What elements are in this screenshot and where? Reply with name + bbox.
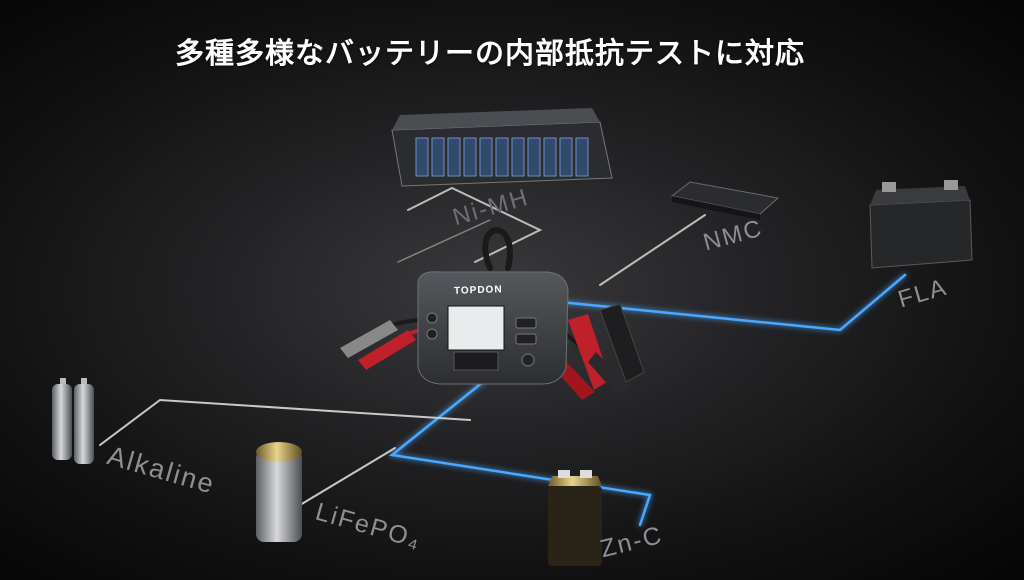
battery-tester-device (417, 271, 569, 385)
lifepo4-battery (256, 442, 302, 542)
probe-clips (340, 320, 416, 370)
printer-slot (453, 351, 499, 371)
device-screen (447, 305, 505, 351)
fla-car-battery (869, 180, 973, 269)
device-button (515, 317, 537, 329)
dpad-down-icon (426, 328, 438, 340)
dpad-up-icon (426, 312, 438, 324)
nimh-battery-pack (391, 108, 613, 187)
power-icon (521, 353, 535, 367)
nmc-battery-cell (670, 181, 780, 220)
znc-9v-battery (548, 470, 602, 566)
device-button-2 (515, 333, 537, 345)
black-clamp (588, 303, 645, 394)
connection-lines (99, 186, 907, 527)
headline: 多種多様なバッテリーの内部抵抗テストに対応 (174, 36, 805, 70)
device-brand-label: TOPDON (453, 284, 503, 297)
alkaline-batteries (52, 378, 94, 464)
